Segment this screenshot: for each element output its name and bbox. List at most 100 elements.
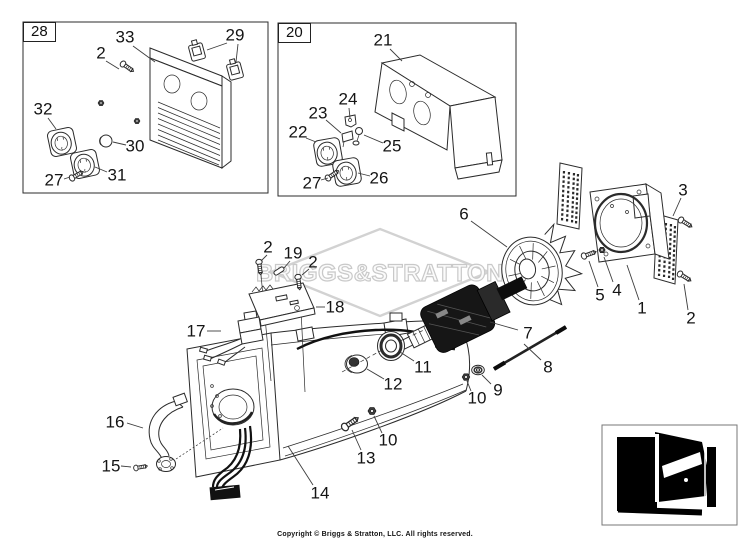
breaker-switch-29a-drawing	[186, 38, 207, 63]
callout-3: 3	[678, 180, 688, 200]
ground-tube-16-drawing	[148, 392, 224, 472]
callout-2: 2	[308, 252, 318, 272]
callout-2: 2	[686, 308, 696, 328]
leader-line	[523, 343, 542, 361]
callout-4: 4	[612, 280, 622, 300]
leader-line	[481, 374, 492, 385]
inset-box-20	[277, 22, 517, 197]
callout-2: 2	[96, 43, 106, 63]
briggs-stratton-watermark: BRIGGS&STRATTON	[255, 227, 504, 318]
bearing-11-drawing	[377, 331, 405, 361]
screw-2-drawing	[676, 215, 695, 230]
leader-line	[363, 134, 384, 144]
inset-box-28	[22, 21, 269, 194]
leader-line	[626, 264, 640, 301]
screw-5-drawing	[579, 248, 598, 261]
leader-line	[466, 380, 472, 392]
louvered-panel-33-drawing	[149, 47, 232, 170]
callout-6: 6	[459, 204, 469, 224]
leader-line	[351, 429, 362, 451]
leader-line	[366, 368, 385, 380]
callout-21: 21	[373, 30, 393, 50]
callout-5: 5	[595, 285, 605, 305]
leader-line	[373, 415, 383, 434]
callout-33: 33	[115, 27, 135, 47]
leader-line	[132, 45, 156, 63]
callout-1: 1	[637, 298, 647, 318]
leader-line	[63, 176, 71, 180]
leader-line	[389, 48, 403, 62]
leader-line	[320, 177, 329, 181]
circuit-board-18-drawing	[248, 274, 316, 393]
callout-17: 17	[186, 321, 206, 341]
callout-27: 27	[44, 170, 64, 190]
leader-line	[235, 43, 239, 63]
nut-10-drawing	[367, 407, 377, 415]
leader-line	[399, 351, 415, 362]
callout-31: 31	[107, 165, 127, 185]
callout-10: 10	[378, 430, 398, 450]
leader-line	[283, 260, 291, 269]
clip-23-drawing	[341, 130, 354, 148]
leader-line	[603, 256, 614, 283]
leader-line	[120, 465, 132, 468]
callout-7: 7	[523, 323, 533, 343]
cap-30-drawing	[99, 134, 113, 148]
inset-20-label: 20	[278, 23, 311, 43]
leader-line	[301, 268, 310, 276]
callout-32: 32	[33, 99, 53, 119]
callout-25: 25	[382, 136, 402, 156]
leader-line	[683, 283, 689, 311]
leader-line	[126, 422, 144, 429]
leader-line	[47, 117, 57, 130]
screw-15-drawing	[132, 462, 149, 472]
callout-23: 23	[308, 103, 328, 123]
callout-27: 27	[302, 173, 322, 193]
inset-28-label: 28	[23, 22, 56, 42]
stud-rod-8-drawing	[492, 325, 568, 371]
leader-line	[287, 445, 314, 486]
end-bracket-1-drawing	[589, 183, 670, 263]
leader-line	[470, 220, 508, 248]
grille-left-drawing	[556, 162, 583, 230]
leader-line	[489, 321, 519, 331]
leader-line	[672, 197, 682, 217]
callout-18: 18	[325, 297, 345, 317]
leader-lines-layer	[47, 42, 689, 486]
callout-2: 2	[263, 237, 273, 257]
receptacle-32-drawing	[46, 126, 78, 158]
leader-line	[112, 141, 127, 146]
bracket-24-drawing	[344, 114, 357, 128]
leader-line	[325, 119, 342, 134]
cooling-fan-6-drawing	[501, 222, 584, 306]
nut-10-drawing	[461, 373, 471, 381]
breaker-switch-29b-drawing	[224, 57, 245, 82]
copyright-text: Copyright © Briggs & Stratton, LLC. All …	[277, 531, 473, 538]
callout-30: 30	[125, 136, 145, 156]
callout-16: 16	[105, 412, 125, 432]
screw-2-drawing	[675, 269, 694, 284]
wire-harness-17-drawing	[198, 310, 264, 366]
rotor-7-drawing	[395, 276, 528, 353]
callout-19: 19	[283, 243, 303, 263]
assembly-axis-line	[341, 329, 425, 373]
leader-line	[94, 166, 108, 173]
washer-9-drawing	[470, 364, 486, 376]
leader-line	[260, 254, 268, 262]
callout-8: 8	[543, 357, 553, 377]
callout-13: 13	[356, 448, 376, 468]
nut-drawing	[97, 100, 105, 106]
leader-line	[105, 60, 120, 70]
leader-line	[348, 107, 351, 119]
knob-25-drawing	[352, 127, 363, 146]
control-panel-21-drawing	[374, 54, 503, 180]
pin-19-drawing	[273, 266, 285, 276]
callout-22: 22	[288, 122, 308, 142]
callout-14: 14	[310, 483, 330, 503]
leader-line	[305, 137, 317, 143]
nut-drawing	[133, 118, 141, 124]
leader-line	[588, 260, 599, 288]
callout-10: 10	[467, 388, 487, 408]
